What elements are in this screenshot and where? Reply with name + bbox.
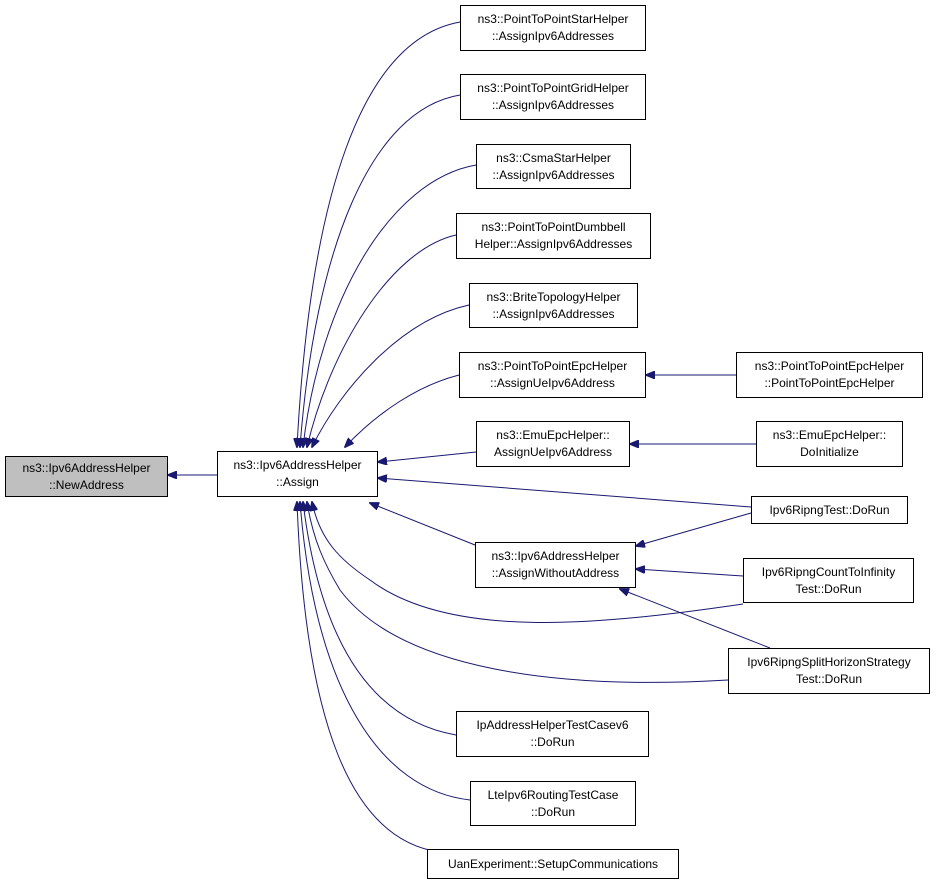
edge-lterouting-to-assign [300, 502, 471, 801]
node-ipv6-ripng-split-horizon[interactable]: Ipv6RipngSplitHorizonStrategy Test::DoRu… [728, 648, 930, 694]
node-ip-helper-test-line1: IpAddressHelperTestCasev6 [476, 718, 629, 732]
node-new-address-line2: ::NewAddress [49, 477, 124, 492]
node-p2p-grid-line1: ns3::PointToPointGridHelper [477, 81, 629, 95]
node-assign-without-line2: ::AssignWithoutAddress [491, 566, 620, 580]
edge-brite-to-assign [312, 304, 470, 447]
node-p2p-star-line2: ::AssignIpv6Addresses [491, 29, 615, 43]
node-p2p-epc-ctor[interactable]: ns3::PointToPointEpcHelper ::PointToPoin… [736, 352, 923, 398]
node-ipv6-ripng-count-to-infinity[interactable]: Ipv6RipngCountToInfinity Test::DoRun [743, 558, 914, 603]
edge-ripngsplit-to-assign [307, 502, 729, 683]
node-ripng-count-line1: Ipv6RipngCountToInfinity [761, 564, 896, 579]
node-p2p-epc-assign-line2: ::AssignUeIpv6Address [490, 376, 615, 390]
edge-p2pstar-to-assign [297, 21, 461, 447]
node-lte-routing-line2: ::DoRun [530, 804, 576, 819]
node-ip-address-helper-test[interactable]: IpAddressHelperTestCasev6 ::DoRun [456, 711, 649, 757]
edge-p2pgrid-to-assign [300, 94, 461, 447]
node-brite-line2: ::AssignIpv6Addresses [492, 306, 615, 321]
edge-uan-to-assign [297, 502, 441, 853]
edge-ripngtest-to-assignwithout [636, 512, 752, 546]
node-lte-routing-line1: LteIpv6RoutingTestCase [487, 787, 619, 802]
node-new-address-line1: ns3::Ipv6AddressHelper [22, 460, 151, 475]
node-p2p-star-assign-ipv6[interactable]: ns3::PointToPointStarHelper ::AssignIpv6… [460, 5, 646, 51]
node-ip-helper-test-line2: ::DoRun [530, 735, 575, 749]
node-p2p-dumbbell-line1: ns3::PointToPointDumbbell [481, 220, 626, 234]
edge-p2pepc-to-assign [345, 374, 460, 447]
node-p2p-grid-line2: ::AssignIpv6Addresses [491, 98, 615, 112]
node-ripng-split-line1: Ipv6RipngSplitHorizonStrategy [747, 655, 911, 669]
node-ripng-test-line1: Ipv6RipngTest::DoRun [769, 502, 890, 517]
node-p2p-epc-ctor-line1: ns3::PointToPointEpcHelper [754, 359, 905, 373]
edge-ripngcount-to-assignwithout [636, 569, 744, 577]
node-p2p-dumbbell-line2: Helper::AssignIpv6Addresses [474, 237, 633, 251]
node-p2p-grid-assign-ipv6[interactable]: ns3::PointToPointGridHelper ::AssignIpv6… [460, 74, 646, 120]
node-assign-line1: ns3::Ipv6AddressHelper [233, 458, 362, 472]
node-emu-epc-init-line2: DoInitialize [800, 445, 859, 459]
node-csma-star-line2: ::AssignIpv6Addresses [492, 167, 615, 182]
node-emu-epc-assign-line2: AssignUeIpv6Address [493, 445, 613, 459]
edge-csmastar-to-assign [303, 164, 477, 447]
node-assign[interactable]: ns3::Ipv6AddressHelper ::Assign [217, 451, 378, 497]
edge-ripngsplit-to-assignwithout [620, 589, 771, 649]
node-assign-without-address[interactable]: ns3::Ipv6AddressHelper ::AssignWithoutAd… [475, 542, 636, 588]
node-csma-star-line1: ns3::CsmaStarHelper [496, 150, 611, 165]
node-emu-epc-assign-line1: ns3::EmuEpcHelper:: [496, 428, 610, 442]
node-ripng-count-line2: Test::DoRun [795, 581, 862, 596]
node-p2p-star-line1: ns3::PointToPointStarHelper [477, 12, 629, 26]
edge-dumbbell-to-assign [307, 234, 457, 447]
node-emu-epc-init-line1: ns3::EmuEpcHelper:: [772, 428, 887, 442]
node-p2p-epc-assign-line1: ns3::PointToPointEpcHelper [477, 359, 628, 373]
node-assign-without-line1: ns3::Ipv6AddressHelper [491, 549, 620, 563]
node-p2p-dumbbell-assign-ipv6[interactable]: ns3::PointToPointDumbbell Helper::Assign… [456, 213, 651, 259]
node-emu-epc-do-initialize[interactable]: ns3::EmuEpcHelper:: DoInitialize [756, 421, 903, 467]
node-p2p-epc-ctor-line2: ::PointToPointEpcHelper [764, 376, 895, 390]
node-brite-assign-ipv6[interactable]: ns3::BriteTopologyHelper ::AssignIpv6Add… [469, 283, 638, 328]
node-ripng-split-line2: Test::DoRun [795, 672, 863, 686]
node-brite-line1: ns3::BriteTopologyHelper [486, 289, 621, 304]
edge-emuepc-to-assign [378, 451, 477, 462]
node-assign-line2: ::Assign [276, 475, 319, 489]
node-uan-line1: UanExperiment::SetupCommunications [447, 856, 659, 871]
edge-iphelper-to-assign [303, 502, 457, 736]
edge-ripngcount-to-assign [312, 502, 744, 623]
node-csma-star-assign-ipv6[interactable]: ns3::CsmaStarHelper ::AssignIpv6Addresse… [476, 144, 631, 189]
node-ipv6-ripng-test[interactable]: Ipv6RipngTest::DoRun [751, 496, 908, 524]
edge-ripngtest-to-assign [378, 478, 752, 508]
node-uan-experiment-setup[interactable]: UanExperiment::SetupCommunications [427, 849, 679, 879]
node-lte-ipv6-routing-test[interactable]: LteIpv6RoutingTestCase ::DoRun [470, 781, 636, 826]
edge-assignwithout-to-assign [370, 503, 476, 546]
node-p2p-epc-assign-ue[interactable]: ns3::PointToPointEpcHelper ::AssignUeIpv… [459, 352, 646, 398]
node-new-address: ns3::Ipv6AddressHelper ::NewAddress [5, 456, 168, 497]
node-emu-epc-assign-ue[interactable]: ns3::EmuEpcHelper:: AssignUeIpv6Address [476, 421, 630, 467]
